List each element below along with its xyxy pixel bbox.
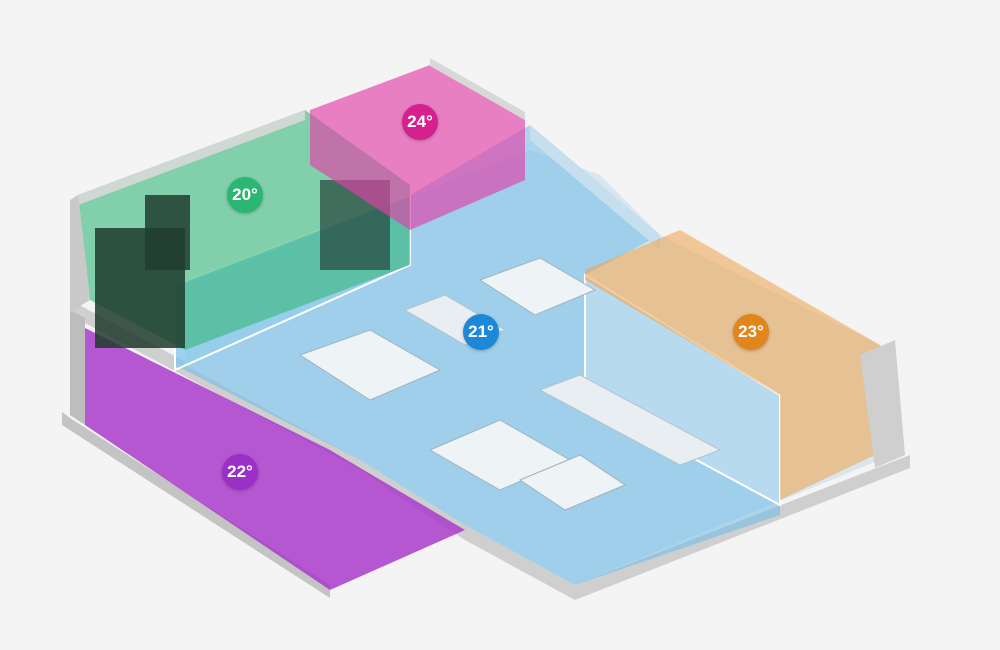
meeting-room-outer-wall <box>860 340 905 468</box>
server-room-temperature-badge[interactable]: 20° <box>227 177 263 213</box>
workstation-room-zone[interactable] <box>85 328 465 590</box>
workstation-room-temperature-badge[interactable]: 22° <box>222 454 258 490</box>
floor-slab <box>70 300 910 600</box>
meeting-room-zone[interactable] <box>585 230 880 500</box>
server-room-back-wall <box>78 110 305 205</box>
desk-cluster <box>298 257 627 511</box>
back-wall <box>530 125 660 250</box>
server-rack <box>145 195 190 270</box>
storage-room-temperature-badge[interactable]: 24° <box>402 104 438 140</box>
left-outer-wall <box>70 195 90 312</box>
meeting-room-temperature-badge[interactable]: 23° <box>733 314 769 350</box>
storage-room-wall <box>430 58 525 120</box>
storage-room-zone[interactable] <box>310 65 525 230</box>
floor-slab-left-edge <box>62 412 330 598</box>
workstation-room-wall <box>70 310 85 425</box>
open-office-temperature-badge[interactable]: 21° <box>463 314 499 350</box>
